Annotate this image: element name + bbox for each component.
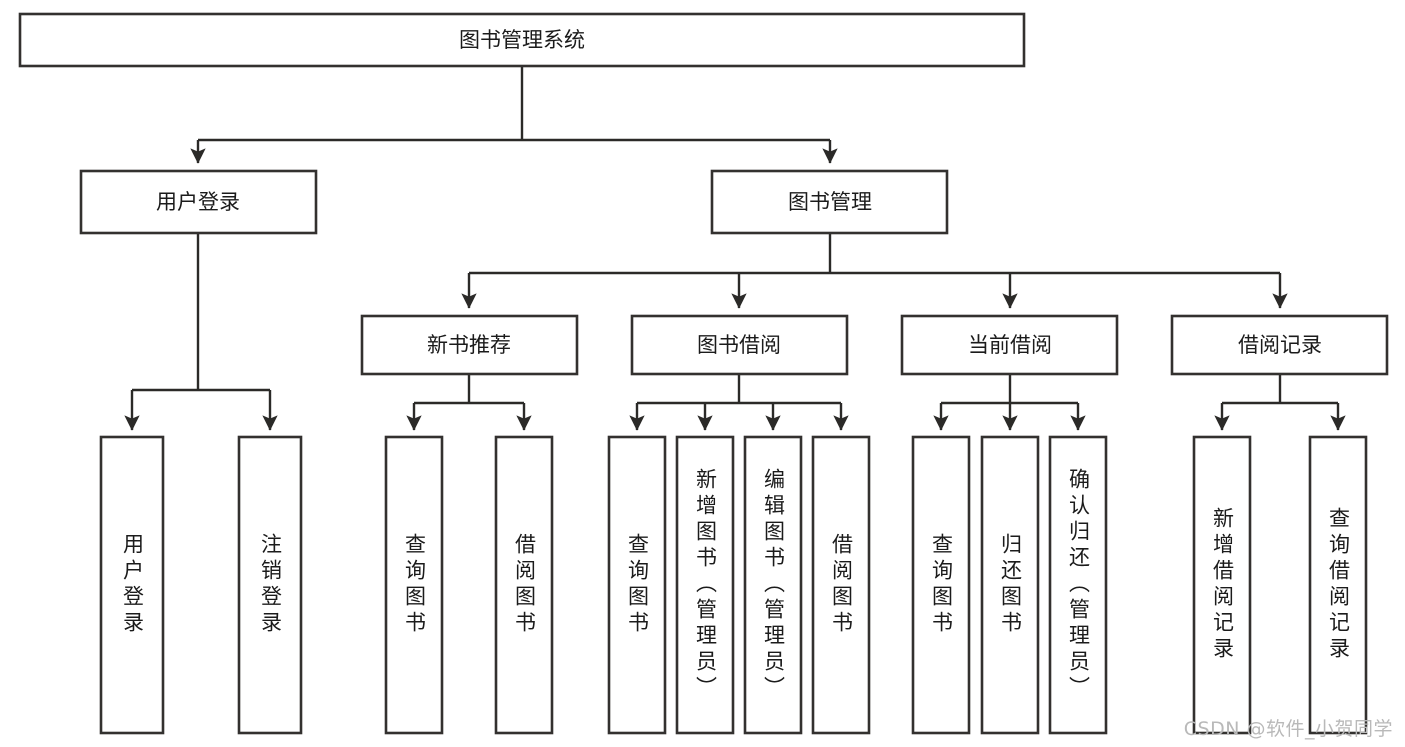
node-user-login[interactable]: 用户登录 (79, 169, 318, 235)
csdn-watermark: CSDN @软件_小贺同学 (1183, 718, 1393, 740)
node-root[interactable]: 图书管理系统 (18, 12, 1026, 68)
leaf-box-new-book-2[interactable] (494, 435, 554, 735)
leaf-boxes-book-borrow (607, 435, 871, 735)
leaf-boxes-new-book-recommend (384, 435, 554, 735)
leaf-box-user-login-2[interactable] (237, 435, 303, 735)
leaf-box-borrow-record-1[interactable] (1192, 435, 1252, 735)
leaf-box-user-login-1[interactable] (99, 435, 165, 735)
node-user-login-box[interactable] (79, 169, 318, 235)
leaf-box-book-borrow-1[interactable] (607, 435, 667, 735)
connector-group (124, 66, 1346, 431)
leaf-boxes-current-borrow (911, 435, 1108, 735)
node-current-borrow[interactable]: 当前借阅 (900, 314, 1119, 376)
node-current-borrow-box[interactable] (900, 314, 1119, 376)
leaf-box-current-borrow-1[interactable] (911, 435, 971, 735)
node-borrow-record-label: 借阅记录 (1238, 333, 1322, 357)
node-current-borrow-label: 当前借阅 (968, 333, 1052, 357)
node-book-management-label: 图书管理 (788, 190, 872, 214)
node-root-label: 图书管理系统 (459, 28, 585, 52)
node-book-management-box[interactable] (710, 169, 949, 235)
leaf-box-current-borrow-3[interactable] (1048, 435, 1108, 735)
leaf-box-current-borrow-2[interactable] (980, 435, 1040, 735)
leaf-box-book-borrow-4[interactable] (811, 435, 871, 735)
leaf-boxes-user-login (99, 435, 303, 735)
node-book-borrow-box[interactable] (630, 314, 849, 376)
node-book-borrow[interactable]: 图书借阅 (630, 314, 849, 376)
node-root-box[interactable] (18, 12, 1026, 68)
node-new-book-recommend-label: 新书推荐 (427, 333, 511, 357)
leaf-box-book-borrow-2[interactable] (675, 435, 735, 735)
node-book-management[interactable]: 图书管理 (710, 169, 949, 235)
node-borrow-record-box[interactable] (1170, 314, 1389, 376)
node-borrow-record[interactable]: 借阅记录 (1170, 314, 1389, 376)
leaf-box-borrow-record-2[interactable] (1308, 435, 1368, 735)
leaf-box-book-borrow-3[interactable] (743, 435, 803, 735)
leaf-box-new-book-1[interactable] (384, 435, 444, 735)
node-new-book-recommend[interactable]: 新书推荐 (360, 314, 579, 376)
node-user-login-label: 用户登录 (156, 190, 240, 214)
leaf-boxes-borrow-record (1192, 435, 1368, 735)
node-book-borrow-label: 图书借阅 (697, 333, 781, 357)
node-new-book-recommend-box[interactable] (360, 314, 579, 376)
